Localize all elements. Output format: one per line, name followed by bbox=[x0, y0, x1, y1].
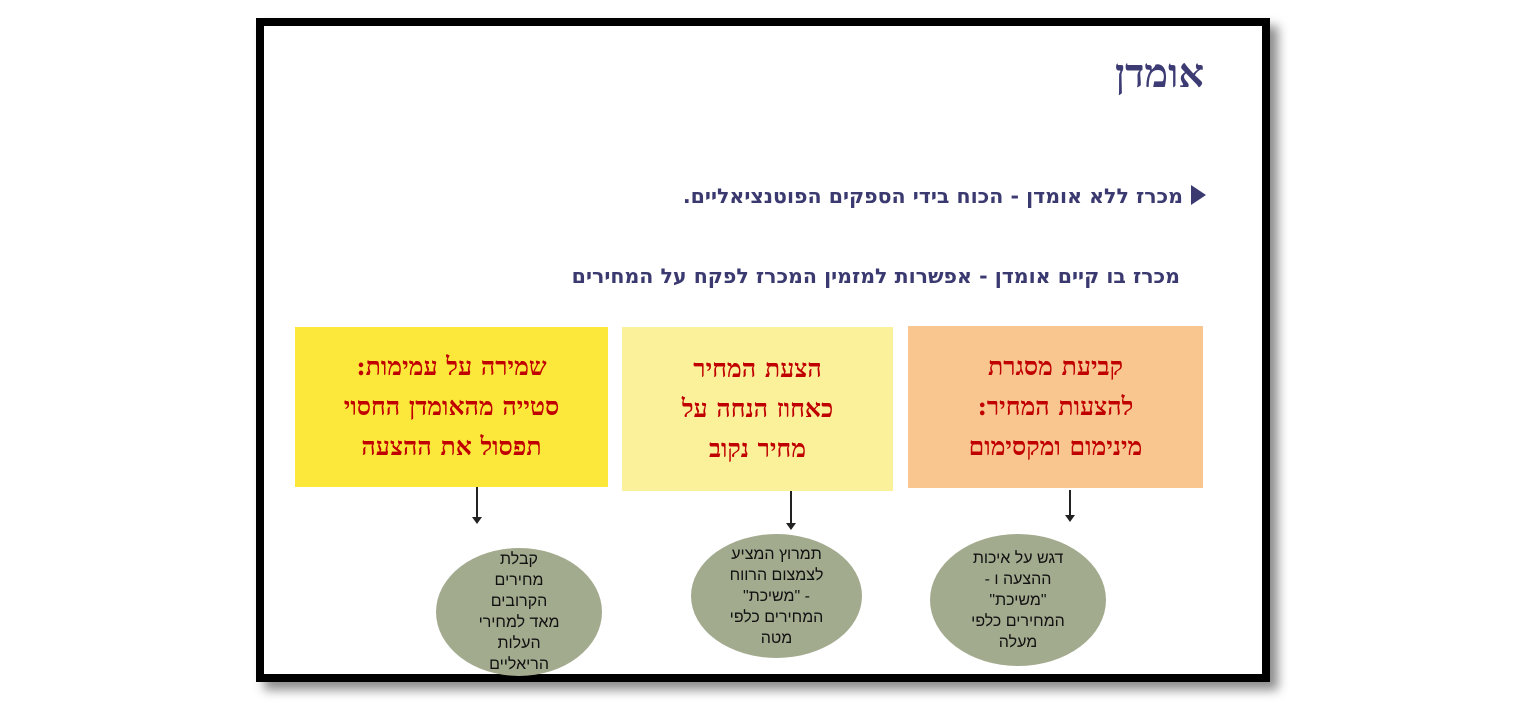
ellipse-line: מחירים bbox=[494, 572, 544, 589]
ellipse-line: הקרובים bbox=[490, 593, 548, 610]
box-line: קביעת מסגרת bbox=[988, 352, 1123, 381]
bullet-no-estimate: מכרז ללא אומדן - הכוח בידי הספקים הפוטנצ… bbox=[683, 184, 1206, 208]
box-line: סטייה מהאומדן החסוי bbox=[343, 392, 560, 421]
box-line: שמירה על עמימות: bbox=[356, 352, 547, 381]
slide-frame: אומדן מכרז ללא אומדן - הכוח בידי הספקים … bbox=[256, 18, 1270, 682]
ellipse-line: הריאליים bbox=[489, 656, 549, 673]
ellipse-line: מעלה bbox=[998, 633, 1038, 651]
slide-title: אומדן bbox=[1114, 50, 1204, 97]
ellipse-profit-reduction: תמרוץ המציע לצמצום הרווח - "משיכת" המחיר… bbox=[691, 534, 862, 658]
box-discount-percent: הצעת המחיר כאחוז הנחה על מחיר נקוב bbox=[622, 327, 893, 491]
connector-arrow-left bbox=[472, 487, 482, 524]
ellipse-line: לצמצום הרווח bbox=[729, 566, 824, 584]
ellipse-line: תמרוץ המציע bbox=[731, 545, 822, 563]
bullet-text: מכרז ללא אומדן - הכוח בידי הספקים הפוטנצ… bbox=[682, 184, 1183, 208]
ellipse-line: דגש על איכות bbox=[972, 549, 1064, 567]
ellipse-realistic-prices: קבלת מחירים הקרובים מאד למחירי העלות הרי… bbox=[436, 548, 602, 676]
ellipse-line: העלות bbox=[497, 635, 541, 652]
ellipse-line: המחירים כלפי bbox=[971, 612, 1065, 630]
box-line: מחיר נקוב bbox=[708, 434, 807, 463]
ellipse-quality-emphasis: דגש על איכות ההצעה ו - "משיכת" המחירים כ… bbox=[930, 534, 1106, 666]
box-line: מינימום ומקסימום bbox=[968, 432, 1143, 461]
slide: אומדן מכרז ללא אומדן - הכוח בידי הספקים … bbox=[264, 26, 1262, 676]
connector-arrow-right bbox=[1065, 490, 1075, 522]
bullet-arrow-icon bbox=[1191, 185, 1206, 205]
ellipse-line: ההצעה ו - bbox=[984, 570, 1052, 588]
ellipse-line: המחירים כלפי bbox=[729, 608, 824, 626]
bullet-with-estimate: מכרז בו קיים אומדן - אפשרות למזמין המכרז… bbox=[571, 264, 1180, 288]
box-line: הצעת המחיר bbox=[693, 354, 822, 383]
box-confidential-estimate: שמירה על עמימות: סטייה מהאומדן החסוי תפס… bbox=[295, 327, 608, 487]
box-line: להצעות המחיר: bbox=[977, 392, 1134, 421]
box-price-range: קביעת מסגרת להצעות המחיר: מינימום ומקסימ… bbox=[908, 326, 1203, 488]
ellipse-line: - "משיכת" bbox=[743, 587, 810, 605]
box-line: תפסול את ההצעה bbox=[361, 432, 542, 461]
ellipse-line: "משיכת" bbox=[989, 591, 1047, 609]
ellipse-line: קבלת bbox=[500, 551, 538, 568]
box-line: כאחוז הנחה על bbox=[681, 394, 834, 423]
ellipse-line: מאד למחירי bbox=[478, 614, 560, 631]
connector-arrow-middle bbox=[786, 491, 796, 530]
ellipse-line: מטה bbox=[760, 629, 793, 647]
